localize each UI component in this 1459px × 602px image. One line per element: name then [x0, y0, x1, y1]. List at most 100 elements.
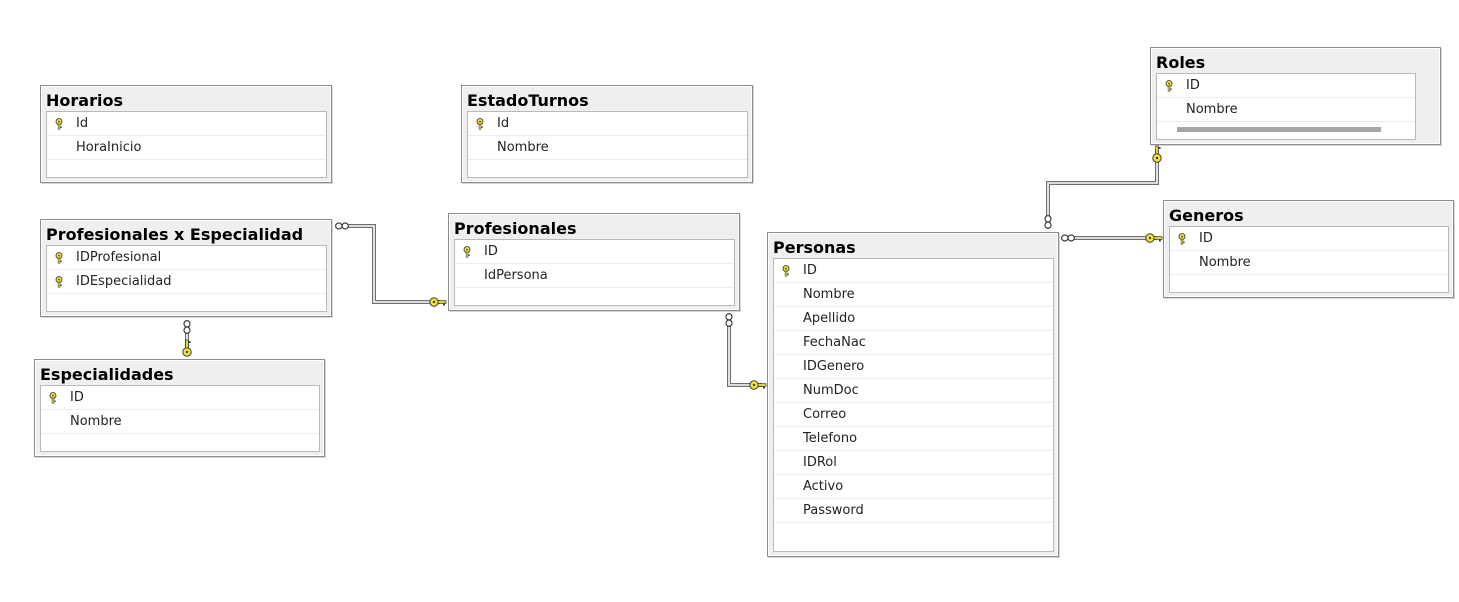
table-columns: ID IdPersona — [454, 239, 735, 306]
table-title: Profesionales — [454, 219, 577, 238]
key-icon — [50, 112, 68, 135]
table-title: Especialidades — [40, 365, 174, 384]
key-icon — [1152, 145, 1162, 163]
infinity-icon — [725, 313, 733, 327]
column-name: IDProfesional — [76, 250, 162, 265]
column-name: Nombre — [1199, 255, 1251, 270]
relationship-personas-roles[interactable] — [1044, 145, 1162, 229]
infinity-icon — [335, 222, 349, 230]
table-title: Profesionales x Especialidad — [46, 225, 304, 244]
relationship-pxe-profesionales[interactable] — [335, 222, 447, 307]
relationship-pxe-especialidades[interactable] — [182, 320, 192, 357]
column-name: HoraInicio — [76, 140, 142, 155]
column-row[interactable]: FechaNac — [774, 331, 1053, 355]
column-name: Telefono — [803, 431, 858, 446]
key-icon — [50, 270, 68, 293]
column-row[interactable]: Nombre — [41, 410, 319, 434]
table-title: EstadoTurnos — [467, 91, 589, 110]
column-row[interactable]: IdPersona — [455, 264, 734, 288]
column-name: IDEspecialidad — [76, 274, 172, 289]
key-icon — [458, 240, 476, 263]
column-name: Correo — [803, 407, 847, 422]
column-row[interactable]: Id — [468, 112, 747, 136]
column-row[interactable]: Nombre — [468, 136, 747, 160]
column-row[interactable]: ID — [774, 259, 1053, 283]
column-row[interactable]: Nombre — [774, 283, 1053, 307]
column-row[interactable]: IDGenero — [774, 355, 1053, 379]
column-name: Nombre — [803, 287, 855, 302]
column-name: Id — [76, 116, 89, 131]
table-roles[interactable]: Roles ID Nombre — [1150, 47, 1441, 145]
column-row[interactable]: Telefono — [774, 427, 1053, 451]
column-row[interactable]: ID — [1157, 74, 1415, 98]
column-name: ID — [484, 244, 498, 259]
table-especialidades[interactable]: Especialidades ID Nombre — [34, 359, 325, 457]
key-icon — [1173, 227, 1191, 250]
infinity-icon — [1044, 215, 1052, 229]
key-icon — [50, 246, 68, 269]
column-name: Nombre — [1186, 102, 1238, 117]
column-name: NumDoc — [803, 383, 859, 398]
column-name: Nombre — [497, 140, 549, 155]
column-name: Password — [803, 503, 864, 518]
table-title: Personas — [773, 238, 856, 257]
column-name: ID — [1186, 78, 1200, 93]
column-name: IdPersona — [484, 268, 548, 283]
table-profesionales[interactable]: Profesionales ID IdPersona — [448, 213, 740, 311]
key-icon — [1160, 74, 1178, 97]
table-title: Roles — [1156, 53, 1206, 72]
infinity-icon — [183, 320, 191, 334]
table-title: Generos — [1169, 206, 1244, 225]
key-icon — [44, 386, 62, 409]
column-name: Id — [497, 116, 510, 131]
column-name: ID — [803, 263, 817, 278]
key-icon — [749, 380, 767, 390]
column-name: Apellido — [803, 311, 856, 326]
key-icon — [429, 297, 447, 307]
relationship-personas-generos[interactable] — [1060, 233, 1163, 243]
column-row[interactable]: Correo — [774, 403, 1053, 427]
column-row[interactable]: Activo — [774, 475, 1053, 499]
column-row[interactable]: Nombre — [1170, 251, 1448, 275]
key-icon — [1145, 233, 1163, 243]
column-row[interactable]: IDProfesional — [47, 246, 326, 270]
column-row[interactable]: ID — [1170, 227, 1448, 251]
horizontal-scrollbar[interactable] — [1177, 127, 1381, 132]
column-name: IDGenero — [803, 359, 865, 374]
table-generos[interactable]: Generos ID Nombre — [1163, 200, 1454, 298]
column-row[interactable]: Apellido — [774, 307, 1053, 331]
key-icon — [777, 259, 795, 282]
column-name: IDRol — [803, 455, 837, 470]
table-columns: ID Nombre — [40, 385, 320, 452]
column-row[interactable]: Id — [47, 112, 326, 136]
column-row[interactable]: ID — [455, 240, 734, 264]
table-columns: ID Nombre — [1169, 226, 1449, 293]
column-row[interactable]: NumDoc — [774, 379, 1053, 403]
column-name: ID — [70, 390, 84, 405]
column-row[interactable]: HoraInicio — [47, 136, 326, 160]
relationship-profesionales-personas[interactable] — [725, 313, 767, 390]
column-row[interactable]: IDRol — [774, 451, 1053, 475]
column-row[interactable]: IDEspecialidad — [47, 270, 326, 294]
column-row[interactable]: ID — [41, 386, 319, 410]
key-icon — [471, 112, 489, 135]
column-name: Nombre — [70, 414, 122, 429]
table-profesionales-x-especialidad[interactable]: Profesionales x Especialidad IDProfesion… — [40, 219, 332, 317]
column-name: Activo — [803, 479, 844, 494]
column-name: ID — [1199, 231, 1213, 246]
infinity-icon — [1060, 234, 1076, 242]
column-row[interactable]: Password — [774, 499, 1053, 523]
key-icon — [182, 339, 192, 357]
column-row[interactable]: Nombre — [1157, 98, 1415, 122]
table-columns: ID Nombre — [1156, 73, 1416, 140]
table-title: Horarios — [46, 91, 123, 110]
column-name: FechaNac — [803, 335, 866, 350]
